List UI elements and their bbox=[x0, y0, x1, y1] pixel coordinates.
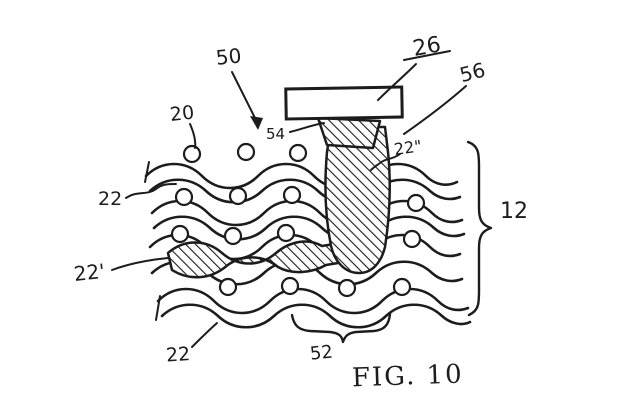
ply-cut-end-tick-top bbox=[144, 161, 150, 183]
ply-1-bottom-line bbox=[148, 178, 462, 204]
reference-labels: 50 26 56 20 54 22" 22 22' 22 12 52 FIG. … bbox=[73, 32, 528, 393]
ply-2-top-line bbox=[150, 199, 464, 227]
fiber-circle bbox=[280, 276, 300, 296]
fiber-circle bbox=[170, 224, 190, 244]
z-tow-column bbox=[324, 125, 391, 275]
fiber-circle bbox=[282, 185, 302, 205]
leader-54 bbox=[289, 122, 325, 133]
brace-52 bbox=[290, 312, 392, 344]
fiber-circle bbox=[228, 186, 248, 206]
hatched-insert bbox=[316, 116, 382, 150]
label-50: 50 bbox=[215, 43, 243, 70]
label-56: 56 bbox=[457, 58, 488, 87]
leader-22-double-prime bbox=[370, 153, 401, 171]
fiber-circle bbox=[402, 229, 422, 249]
fiber-circle bbox=[337, 278, 357, 298]
leader-22-left bbox=[125, 183, 177, 199]
fiber-circle bbox=[236, 142, 256, 162]
fiber-circle bbox=[406, 193, 426, 213]
fiber-circle bbox=[288, 143, 308, 163]
fiber-circle bbox=[392, 277, 412, 297]
ply-2-bottom-line bbox=[152, 215, 466, 241]
label-20: 20 bbox=[169, 102, 195, 126]
fiber-circle bbox=[223, 226, 243, 246]
fiber-circle bbox=[218, 277, 238, 297]
leader-26 bbox=[377, 63, 417, 101]
fiber-cross-sections bbox=[170, 142, 426, 298]
fiber-circle bbox=[182, 144, 202, 164]
ply-cut-end-tick-bottom bbox=[155, 295, 161, 321]
leader-20 bbox=[189, 123, 197, 149]
leader-22-bottom bbox=[191, 322, 218, 348]
fiber-circle bbox=[276, 223, 296, 243]
label-22-prime: 22' bbox=[73, 259, 106, 286]
label-52: 52 bbox=[309, 341, 334, 364]
top-block bbox=[284, 85, 404, 121]
label-54: 54 bbox=[266, 125, 285, 143]
label-22-bottom: 22 bbox=[165, 343, 191, 367]
ply-1-top-line bbox=[144, 162, 459, 190]
leader-22-prime bbox=[111, 257, 169, 271]
label-26: 26 bbox=[411, 32, 443, 61]
arrowhead-50 bbox=[250, 116, 263, 130]
leader-lines bbox=[111, 50, 493, 348]
figure-caption: FIG. 10 bbox=[351, 359, 464, 393]
brace-12 bbox=[466, 140, 493, 317]
ply-4-bottom-line bbox=[160, 303, 472, 329]
label-22-left: 22 bbox=[98, 188, 122, 210]
fiber-circle bbox=[174, 187, 194, 207]
leader-50-arrow bbox=[231, 71, 258, 123]
label-22-double-prime: 22" bbox=[393, 136, 423, 159]
underline-26 bbox=[403, 50, 451, 61]
ply-4-top-line bbox=[156, 287, 470, 315]
label-12: 12 bbox=[500, 199, 528, 224]
leader-56 bbox=[403, 85, 467, 135]
